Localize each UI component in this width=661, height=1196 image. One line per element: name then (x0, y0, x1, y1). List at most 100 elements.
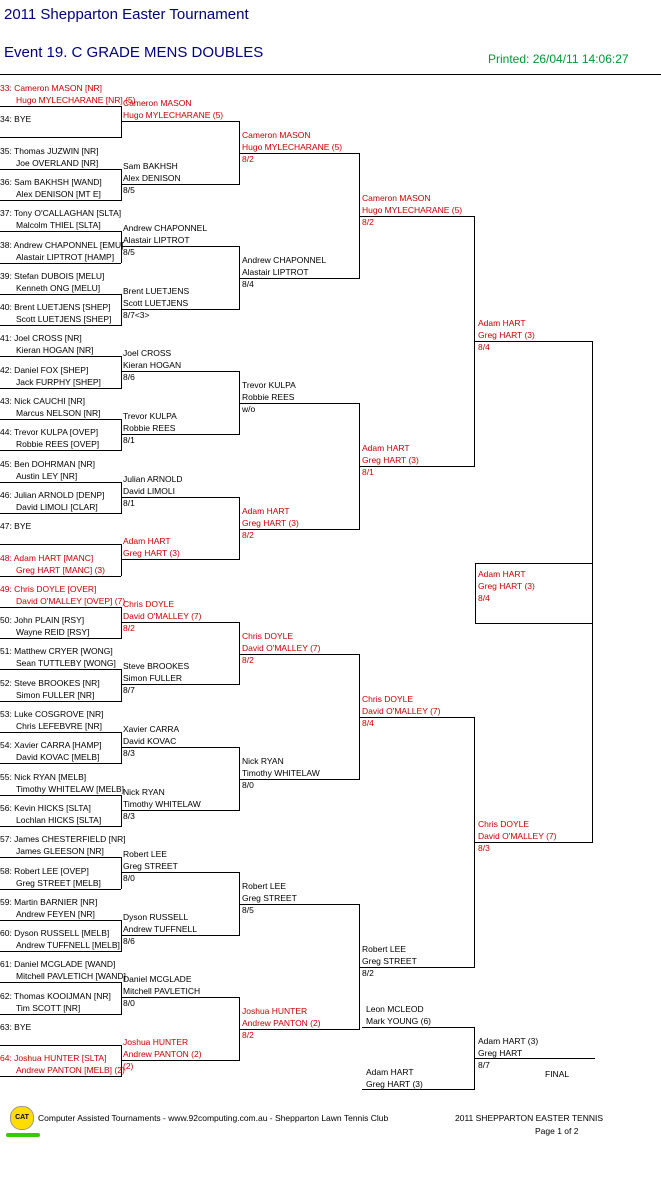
entry-player-2: Mitchell PAVLETICH [WAND] (16, 971, 126, 982)
round5-player-1: Chris DOYLE (478, 818, 530, 829)
final-winner-player-1: Adam HART (3) (478, 1036, 539, 1046)
round1-connector (121, 168, 122, 201)
round3-player-1: Andrew CHAPONNEL (242, 255, 327, 266)
entry-underline (0, 1076, 121, 1078)
final-bottom-player-1: Adam HART (366, 1067, 414, 1077)
entry-player-1: 43: Nick CAUCHI [NR] (0, 396, 86, 406)
entry-player-2: Hugo MYLECHARANE [NR] (5) (16, 95, 136, 105)
round2-player-2: David O'MALLEY (7) (123, 610, 202, 621)
round2-score: (2) (123, 1061, 134, 1071)
entry-player-2: Chris LEFEBVRE [NR] (16, 721, 102, 731)
round4-score: 8/1 (362, 467, 374, 478)
round2-player-2: Greg HART (3) (123, 548, 180, 559)
round1-connector (121, 106, 122, 139)
entry-underline (0, 888, 121, 890)
round3-player-1: Nick RYAN (242, 756, 284, 766)
entry-player-1: 38: Andrew CHAPONNEL [EMU] (0, 239, 124, 250)
round4-underline (360, 216, 475, 217)
entry-player-1: 47: BYE (0, 521, 32, 532)
round5-player-1: Adam HART (478, 318, 526, 328)
final-bottom-player-2: Greg HART (3) (366, 1079, 423, 1089)
round2-underline (122, 621, 240, 623)
round2-player-1: Chris DOYLE (123, 598, 175, 609)
entry-underline (0, 544, 121, 546)
tournament-title: 2011 Shepparton Easter Tournament (4, 6, 249, 23)
round2-score: 8/0 (123, 998, 135, 1009)
entry-underline (0, 951, 121, 953)
entry-player-2: Robbie REES [OVEP] (16, 439, 100, 450)
entry-player-2: Alex DENISON [MT E] (16, 188, 101, 199)
round2-connector (239, 621, 240, 686)
entry-player-1: 57: James CHESTERFIELD [NR] (0, 834, 126, 845)
round3-score: 8/2 (242, 529, 254, 540)
entry-player-1: 37: Tony O'CALLAGHAN [SLTA] (0, 208, 122, 219)
round2-player-1: Joshua HUNTER (123, 1037, 189, 1047)
round2-underline (122, 872, 240, 874)
entry-player-2: Scott LUETJENS [SHEP] (16, 314, 112, 325)
round3-underline (240, 1029, 360, 1031)
entry-player-2: Greg HART [MANC] (3) (16, 564, 105, 575)
printed-timestamp: Printed: 26/04/11 14:06:27 (488, 52, 629, 66)
round5-connector (592, 341, 593, 843)
header-divider (0, 74, 661, 75)
round4-player-2: Hugo MYLECHARANE (5) (362, 205, 463, 215)
round3-underline (240, 653, 360, 655)
round2-underline (122, 997, 240, 999)
round2-player-2: David KOVAC (123, 736, 177, 746)
round2-connector (239, 747, 240, 811)
round2-connector (239, 997, 240, 1061)
round3-player-2: Timothy WHITELAW (242, 768, 320, 778)
round2-score: 8/2 (123, 622, 135, 633)
round3-player-2: Andrew PANTON (2) (242, 1018, 321, 1029)
event-title: Event 19. C GRADE MENS DOUBLES (4, 44, 264, 61)
entry-player-1: 44: Trevor KULPA [OVEP] (0, 427, 99, 438)
entry-underline (0, 512, 121, 514)
round2-underline (122, 684, 240, 686)
round5-player-2: David O'MALLEY (7) (478, 830, 557, 841)
entry-underline (0, 231, 121, 233)
round2-player-1: Cameron MASON (123, 98, 192, 108)
round2-score: 8/7<3> (123, 309, 150, 320)
entry-player-1: 45: Ben DOHRMAN [NR] (0, 458, 95, 469)
round2-underline (122, 747, 240, 748)
round3-score: 8/2 (242, 1030, 254, 1041)
round3-score: 8/0 (242, 780, 254, 790)
final-label: FINAL (545, 1069, 570, 1079)
entry-underline (0, 1045, 121, 1046)
entry-underline (0, 262, 121, 264)
round2-player-2: Greg STREET (123, 861, 178, 872)
entry-player-2: Andrew TUFFNELL [MELB] (16, 940, 120, 951)
round2-player-1: Robert LEE (123, 849, 167, 860)
round2-player-1: Nick RYAN (123, 786, 165, 797)
round4-player-1: Robert LEE (362, 944, 406, 955)
entry-player-1: 61: Daniel MCGLADE [WAND] (0, 959, 116, 970)
round2-player-1: Joel CROSS (123, 348, 172, 359)
entry-player-1: 40: Brent LUETJENS [SHEP] (0, 302, 111, 313)
entry-player-2: Malcolm THIEL [SLTA] (16, 220, 101, 231)
round2-underline (122, 559, 240, 561)
round5-score: 8/3 (478, 842, 490, 853)
round3-score: 8/4 (242, 279, 254, 290)
entry-player-2: Andrew PANTON [MELB] (2) (16, 1065, 125, 1076)
round3-player-2: Greg HART (3) (242, 517, 299, 528)
final-connector (474, 1027, 475, 1090)
round3-score: 8/5 (242, 905, 254, 916)
round4-player-2: David O'MALLEY (7) (362, 705, 441, 716)
entry-player-1: 39: Stefan DUBOIS [MELU] (0, 270, 105, 281)
round3-underline (240, 403, 360, 405)
semi-left-line (475, 563, 476, 624)
final-winner-player-2: Greg HART (478, 1048, 523, 1058)
entry-player-2: Kenneth ONG [MELU] (16, 282, 101, 293)
round1-connector (121, 606, 122, 640)
round4-connector (474, 216, 475, 468)
round3-player-2: Greg STREET (242, 893, 297, 904)
entry-player-1: 48: Adam HART [MANC] (0, 552, 94, 563)
entry-player-1: 55: Nick RYAN [MELB] (0, 771, 87, 782)
round2-underline (122, 496, 240, 498)
round2-player-2: Kieran HOGAN (123, 360, 182, 371)
entry-player-2: Kieran HOGAN [NR] (16, 345, 94, 356)
final-winner-line (475, 1058, 595, 1059)
round4-player-2: Greg STREET (362, 956, 417, 967)
entry-underline (0, 982, 121, 984)
round4-score: 8/2 (362, 217, 374, 227)
